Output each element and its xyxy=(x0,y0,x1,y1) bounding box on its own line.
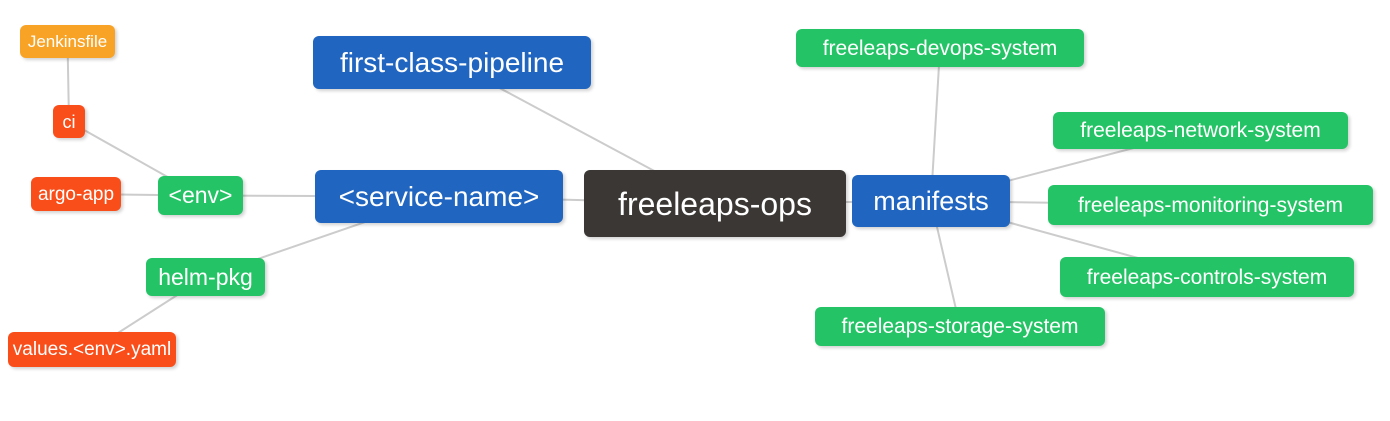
node-service-name[interactable]: <service-name> xyxy=(315,170,563,223)
node-freeleaps-storage-system[interactable]: freeleaps-storage-system xyxy=(815,307,1105,346)
node-helm-pkg[interactable]: helm-pkg xyxy=(146,258,265,296)
node-manifests[interactable]: manifests xyxy=(852,175,1010,227)
node-first-class-pipeline[interactable]: first-class-pipeline xyxy=(313,36,591,89)
node-values-env-yaml[interactable]: values.<env>.yaml xyxy=(8,332,176,367)
node-ci[interactable]: ci xyxy=(53,105,85,138)
node-freeleaps-controls-system[interactable]: freeleaps-controls-system xyxy=(1060,257,1354,297)
node-freeleaps-network-system[interactable]: freeleaps-network-system xyxy=(1053,112,1348,149)
node-jenkinsfile[interactable]: Jenkinsfile xyxy=(20,25,115,58)
node-freeleaps-ops-root[interactable]: freeleaps-ops xyxy=(584,170,846,237)
node-freeleaps-monitoring-system[interactable]: freeleaps-monitoring-system xyxy=(1048,185,1373,225)
node-freeleaps-devops-system[interactable]: freeleaps-devops-system xyxy=(796,29,1084,67)
node-env[interactable]: <env> xyxy=(158,176,243,215)
node-argo-app[interactable]: argo-app xyxy=(31,177,121,211)
